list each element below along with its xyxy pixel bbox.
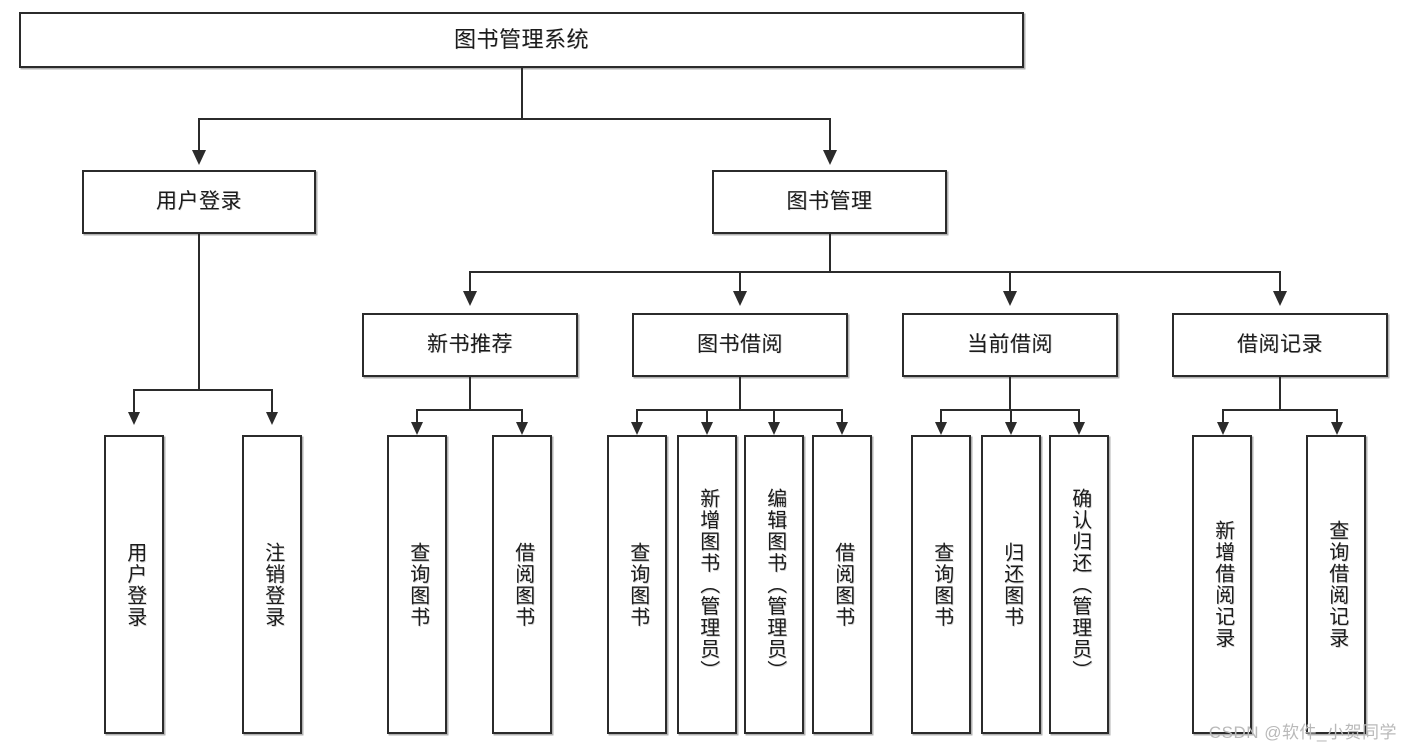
arrowhead-leaf-borrow-3 bbox=[836, 422, 848, 435]
node-user-login[interactable]: 用户登录 bbox=[82, 170, 316, 234]
leaf-current-borrow-2[interactable]: 确认归还（管理员） bbox=[1049, 435, 1109, 734]
connector-drop-leaf-user-login-1 bbox=[271, 389, 273, 414]
arrowhead-leaf-current-1 bbox=[1005, 422, 1017, 435]
arrowhead-user-login bbox=[192, 150, 206, 165]
node-label: 新书推荐 bbox=[427, 332, 513, 356]
arrowhead-leaf-record-0 bbox=[1217, 422, 1229, 435]
connector-drop-leaf-borrow-3 bbox=[841, 409, 843, 425]
connector-drop-leaf-recommend-1 bbox=[521, 409, 523, 425]
node-label: 图书借阅 bbox=[697, 332, 783, 356]
node-label: 用户登录 bbox=[156, 189, 242, 213]
arrowhead-leaf-recommend-1 bbox=[516, 422, 528, 435]
node-label: 用户登录 bbox=[123, 541, 146, 628]
arrowhead-leaf-user-login-1 bbox=[266, 412, 278, 425]
node-label: 编辑图书（管理员） bbox=[763, 487, 786, 682]
node-label: 归还图书 bbox=[1000, 541, 1023, 628]
connector-drop-leaf-recommend-0 bbox=[416, 409, 418, 425]
arrowhead-book-manage bbox=[823, 150, 837, 165]
connector-drop-leaf-borrow-2 bbox=[773, 409, 775, 425]
node-label: 查询图书 bbox=[930, 541, 953, 628]
node-label: 查询借阅记录 bbox=[1325, 520, 1348, 649]
node-label: 图书管理系统 bbox=[453, 27, 589, 53]
arrowhead-leaf-current-2 bbox=[1073, 422, 1085, 435]
arrowhead-leaf-record-1 bbox=[1331, 422, 1343, 435]
leaf-borrow-record-1[interactable]: 查询借阅记录 bbox=[1306, 435, 1366, 734]
connector-bus-current-borrow-leaves bbox=[940, 409, 1079, 411]
node-label: 新增借阅记录 bbox=[1211, 520, 1234, 649]
connector-current-borrow-stem bbox=[1009, 377, 1011, 410]
connector-drop-new-book-recommend bbox=[469, 271, 471, 293]
connector-drop-leaf-record-1 bbox=[1336, 409, 1338, 425]
arrowhead-leaf-recommend-0 bbox=[411, 422, 423, 435]
connector-drop-leaf-current-2 bbox=[1078, 409, 1080, 425]
node-label: 查询图书 bbox=[406, 541, 429, 628]
leaf-current-borrow-1[interactable]: 归还图书 bbox=[981, 435, 1041, 734]
connector-drop-borrow-record bbox=[1279, 271, 1281, 293]
arrowhead-current-borrow bbox=[1003, 291, 1017, 306]
leaf-new-book-recommend-1[interactable]: 借阅图书 bbox=[492, 435, 552, 734]
arrowhead-borrow-record bbox=[1273, 291, 1287, 306]
node-new-book-recommend[interactable]: 新书推荐 bbox=[362, 313, 578, 377]
connector-bus-level2 bbox=[198, 118, 831, 120]
node-label: 注销登录 bbox=[261, 541, 284, 628]
leaf-current-borrow-0[interactable]: 查询图书 bbox=[911, 435, 971, 734]
arrowhead-leaf-borrow-1 bbox=[701, 422, 713, 435]
connector-drop-leaf-borrow-1 bbox=[706, 409, 708, 425]
connector-root-stem bbox=[521, 68, 523, 119]
connector-drop-book-borrow bbox=[739, 271, 741, 293]
leaf-book-borrow-1[interactable]: 新增图书（管理员） bbox=[677, 435, 737, 734]
arrowhead-book-borrow bbox=[733, 291, 747, 306]
connector-drop-current-borrow bbox=[1009, 271, 1011, 293]
connector-drop-leaf-borrow-0 bbox=[636, 409, 638, 425]
connector-drop-book-manage bbox=[829, 118, 831, 152]
connector-book-manage-stem bbox=[829, 234, 831, 272]
csdn-watermark: CSDN @软件_小贺同学 bbox=[1208, 723, 1397, 742]
arrowhead-leaf-borrow-2 bbox=[768, 422, 780, 435]
connector-borrow-record-stem bbox=[1279, 377, 1281, 410]
connector-bus-user-login-leaves bbox=[133, 389, 273, 391]
node-label: 新增图书（管理员） bbox=[696, 487, 719, 682]
leaf-user-login-1[interactable]: 注销登录 bbox=[242, 435, 302, 734]
node-label: 当前借阅 bbox=[967, 332, 1053, 356]
arrowhead-leaf-borrow-0 bbox=[631, 422, 643, 435]
node-borrow-record[interactable]: 借阅记录 bbox=[1172, 313, 1388, 377]
leaf-user-login-0[interactable]: 用户登录 bbox=[104, 435, 164, 734]
leaf-borrow-record-0[interactable]: 新增借阅记录 bbox=[1192, 435, 1252, 734]
node-current-borrow[interactable]: 当前借阅 bbox=[902, 313, 1118, 377]
connector-bus-level3 bbox=[469, 271, 1281, 273]
leaf-book-borrow-2[interactable]: 编辑图书（管理员） bbox=[744, 435, 804, 734]
node-book-borrow[interactable]: 图书借阅 bbox=[632, 313, 848, 377]
connector-bus-borrow-record-leaves bbox=[1222, 409, 1338, 411]
node-label: 确认归还（管理员） bbox=[1068, 487, 1091, 682]
arrowhead-new-book-recommend bbox=[463, 291, 477, 306]
connector-drop-leaf-current-1 bbox=[1010, 409, 1012, 425]
leaf-new-book-recommend-0[interactable]: 查询图书 bbox=[387, 435, 447, 734]
node-label: 图书管理 bbox=[786, 189, 873, 213]
arrowhead-leaf-user-login-0 bbox=[128, 412, 140, 425]
connector-user-login-stem bbox=[198, 234, 200, 390]
leaf-book-borrow-3[interactable]: 借阅图书 bbox=[812, 435, 872, 734]
connector-bus-new-book-recommend-leaves bbox=[416, 409, 523, 411]
connector-drop-leaf-current-0 bbox=[940, 409, 942, 425]
node-label: 查询图书 bbox=[626, 541, 649, 628]
connector-drop-leaf-user-login-0 bbox=[133, 389, 135, 414]
node-book-manage[interactable]: 图书管理 bbox=[712, 170, 947, 234]
connector-drop-user-login bbox=[198, 118, 200, 152]
connector-bus-book-borrow-leaves bbox=[636, 409, 843, 411]
connector-book-borrow-stem bbox=[739, 377, 741, 410]
node-label: 借阅图书 bbox=[831, 541, 854, 628]
connector-drop-leaf-record-0 bbox=[1222, 409, 1224, 425]
node-label: 借阅图书 bbox=[511, 541, 534, 628]
arrowhead-leaf-current-0 bbox=[935, 422, 947, 435]
node-label: 借阅记录 bbox=[1237, 332, 1323, 356]
node-root-system[interactable]: 图书管理系统 bbox=[19, 12, 1024, 68]
leaf-book-borrow-0[interactable]: 查询图书 bbox=[607, 435, 667, 734]
connector-new-book-recommend-stem bbox=[469, 377, 471, 410]
